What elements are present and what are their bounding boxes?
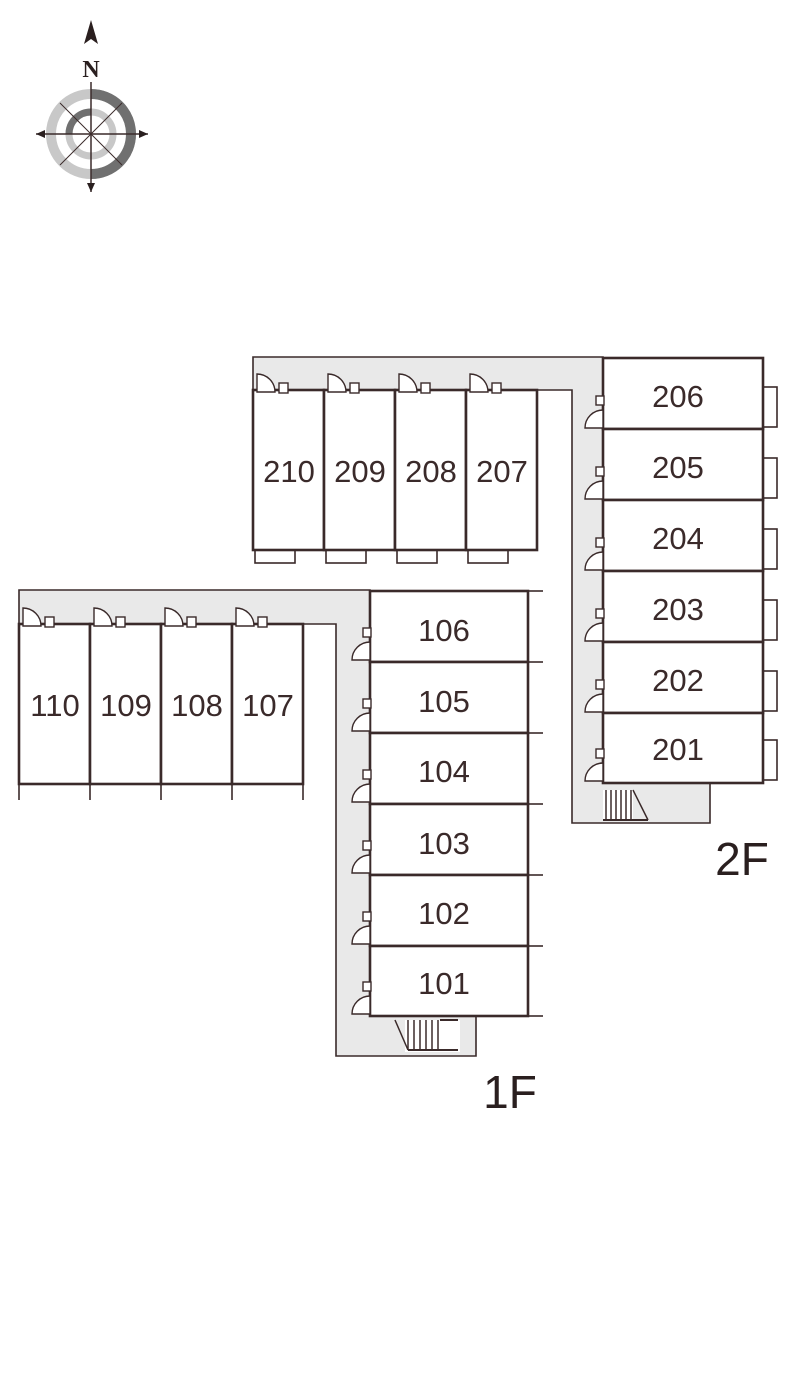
unit-label: 106 [418,613,470,648]
unit-107 [230,622,305,786]
unit-110 [17,622,92,786]
unit-label: 210 [263,454,315,489]
floor-label-1f: 1F [483,1066,537,1118]
unit-label: 208 [405,454,457,489]
unit-label: 204 [652,521,704,556]
unit-205 [601,427,765,502]
unit-label: 202 [652,663,704,698]
unit-label: 209 [334,454,386,489]
unit-label: 110 [30,688,79,723]
unit-label: 105 [418,684,470,719]
unit-label: 205 [652,450,704,485]
north-label: N [82,57,100,83]
stairs-2f [603,789,649,821]
unit-201 [601,711,765,785]
stairs-1f [394,1019,460,1052]
unit-101 [368,944,530,1018]
floor-2f-plan [251,356,778,824]
unit-label: 203 [652,592,704,627]
unit-106 [368,589,530,664]
unit-label: 207 [476,454,528,489]
unit-label: 103 [418,826,470,861]
unit-label: 109 [100,688,152,723]
unit-202 [601,640,765,715]
unit-105 [368,660,530,735]
floor-label-2f: 2F [715,833,769,885]
unit-label: 201 [652,732,704,767]
unit-208 [393,388,468,552]
unit-label: 101 [418,966,470,1001]
unit-103 [368,802,530,877]
unit-label: 206 [652,379,704,414]
unit-102 [368,873,530,948]
unit-label: 104 [418,754,470,789]
unit-label: 102 [418,896,470,931]
compass-rose-icon: N [36,20,148,192]
unit-label: 108 [171,688,223,723]
unit-206 [601,356,765,431]
unit-104 [368,731,530,806]
floor-1f-plan [17,589,543,1057]
unit-209 [322,388,397,552]
unit-label: 107 [242,688,294,723]
